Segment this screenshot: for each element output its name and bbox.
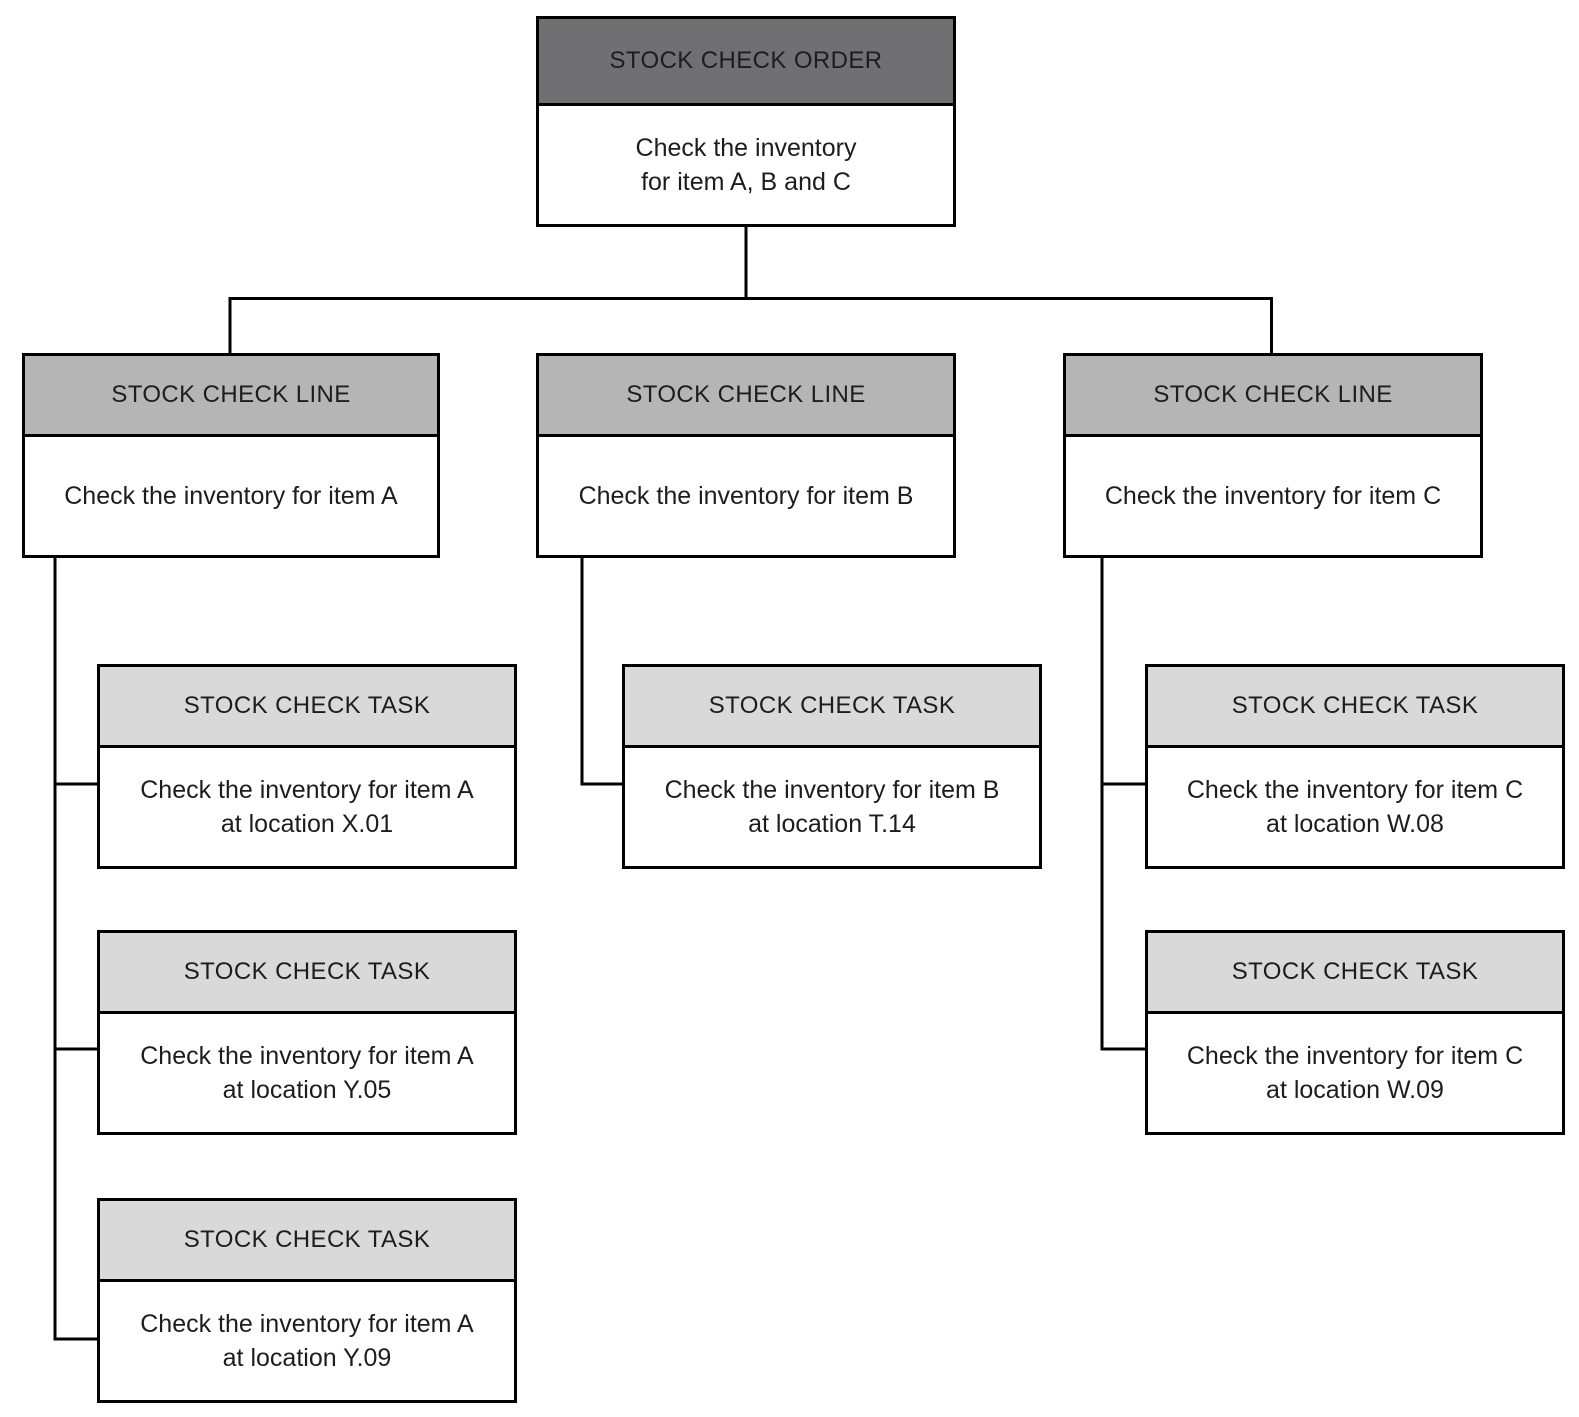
description-line: Check the inventory for item B bbox=[578, 482, 914, 510]
node-description: Check the inventory for item C at locati… bbox=[1148, 1014, 1562, 1132]
stock-check-line-node-c: STOCK CHECK LINE Check the inventory for… bbox=[1063, 353, 1483, 558]
description-line: Check the inventory for item C bbox=[1186, 776, 1524, 804]
connector-line-c-trunk bbox=[1100, 556, 1147, 1051]
connector-line-a-trunk bbox=[53, 556, 99, 1341]
description-line: at location X.01 bbox=[220, 810, 394, 838]
node-type-label: STOCK CHECK TASK bbox=[1231, 692, 1479, 719]
node-type-label: STOCK CHECK TASK bbox=[183, 1226, 431, 1253]
node-type-label: STOCK CHECK LINE bbox=[111, 381, 351, 408]
node-description: Check the inventory for item A, B and C bbox=[539, 106, 953, 224]
description-line: Check the inventory for item B bbox=[664, 776, 1000, 804]
node-type-label: STOCK CHECK LINE bbox=[626, 381, 866, 408]
node-description: Check the inventory for item A at locati… bbox=[100, 1282, 514, 1400]
node-type-header: STOCK CHECK LINE bbox=[1066, 356, 1480, 437]
node-type-label: STOCK CHECK LINE bbox=[1153, 381, 1393, 408]
node-description: Check the inventory for item A bbox=[25, 437, 437, 555]
description-line: Check the inventory for item A bbox=[140, 1310, 474, 1338]
stock-check-task-node-a2: STOCK CHECK TASK Check the inventory for… bbox=[97, 930, 517, 1135]
description-line: Check the inventory for item A bbox=[140, 776, 474, 804]
stock-check-task-node-a1: STOCK CHECK TASK Check the inventory for… bbox=[97, 664, 517, 869]
description-line: Check the inventory for item C bbox=[1104, 482, 1442, 510]
node-type-header: STOCK CHECK ORDER bbox=[539, 19, 953, 106]
connector-line-b-to-task-b1 bbox=[580, 556, 624, 786]
node-description: Check the inventory for item B bbox=[539, 437, 953, 555]
node-description: Check the inventory for item A at locati… bbox=[100, 748, 514, 866]
node-type-label: STOCK CHECK TASK bbox=[183, 958, 431, 985]
node-type-header: STOCK CHECK TASK bbox=[625, 667, 1039, 748]
description-line: at location W.09 bbox=[1266, 1076, 1444, 1104]
stock-check-task-node-c2: STOCK CHECK TASK Check the inventory for… bbox=[1145, 930, 1565, 1135]
description-line: at location Y.09 bbox=[222, 1344, 392, 1372]
description-line: Check the inventory for item A bbox=[140, 1042, 474, 1070]
connector-bar-to-lines bbox=[228, 297, 1273, 354]
description-line: at location T.14 bbox=[748, 810, 916, 838]
node-description: Check the inventory for item A at locati… bbox=[100, 1014, 514, 1132]
node-type-header: STOCK CHECK LINE bbox=[539, 356, 953, 437]
description-line: Check the inventory for item A bbox=[64, 482, 398, 510]
stock-check-line-node-b: STOCK CHECK LINE Check the inventory for… bbox=[536, 353, 956, 558]
node-type-label: STOCK CHECK TASK bbox=[1231, 958, 1479, 985]
node-type-header: STOCK CHECK LINE bbox=[25, 356, 437, 437]
node-type-header: STOCK CHECK TASK bbox=[1148, 933, 1562, 1014]
node-type-label: STOCK CHECK TASK bbox=[183, 692, 431, 719]
node-type-header: STOCK CHECK TASK bbox=[100, 933, 514, 1014]
stock-check-order-node: STOCK CHECK ORDER Check the inventory fo… bbox=[536, 16, 956, 227]
stock-check-task-node-c1: STOCK CHECK TASK Check the inventory for… bbox=[1145, 664, 1565, 869]
stock-check-task-node-a3: STOCK CHECK TASK Check the inventory for… bbox=[97, 1198, 517, 1403]
description-line: at location W.08 bbox=[1266, 810, 1444, 838]
description-line: Check the inventory for item C bbox=[1186, 1042, 1524, 1070]
description-line: for item A, B and C bbox=[641, 168, 851, 196]
node-description: Check the inventory for item C at locati… bbox=[1148, 748, 1562, 866]
node-description: Check the inventory for item B at locati… bbox=[625, 748, 1039, 866]
stock-check-line-node-a: STOCK CHECK LINE Check the inventory for… bbox=[22, 353, 440, 558]
node-type-header: STOCK CHECK TASK bbox=[100, 667, 514, 748]
node-type-label: STOCK CHECK TASK bbox=[708, 692, 956, 719]
stock-check-task-node-b1: STOCK CHECK TASK Check the inventory for… bbox=[622, 664, 1042, 869]
node-type-header: STOCK CHECK TASK bbox=[100, 1201, 514, 1282]
description-line: at location Y.05 bbox=[222, 1076, 392, 1104]
node-type-label: STOCK CHECK ORDER bbox=[609, 47, 883, 74]
node-description: Check the inventory for item C bbox=[1066, 437, 1480, 555]
description-line: Check the inventory bbox=[635, 134, 857, 162]
node-type-header: STOCK CHECK TASK bbox=[1148, 667, 1562, 748]
